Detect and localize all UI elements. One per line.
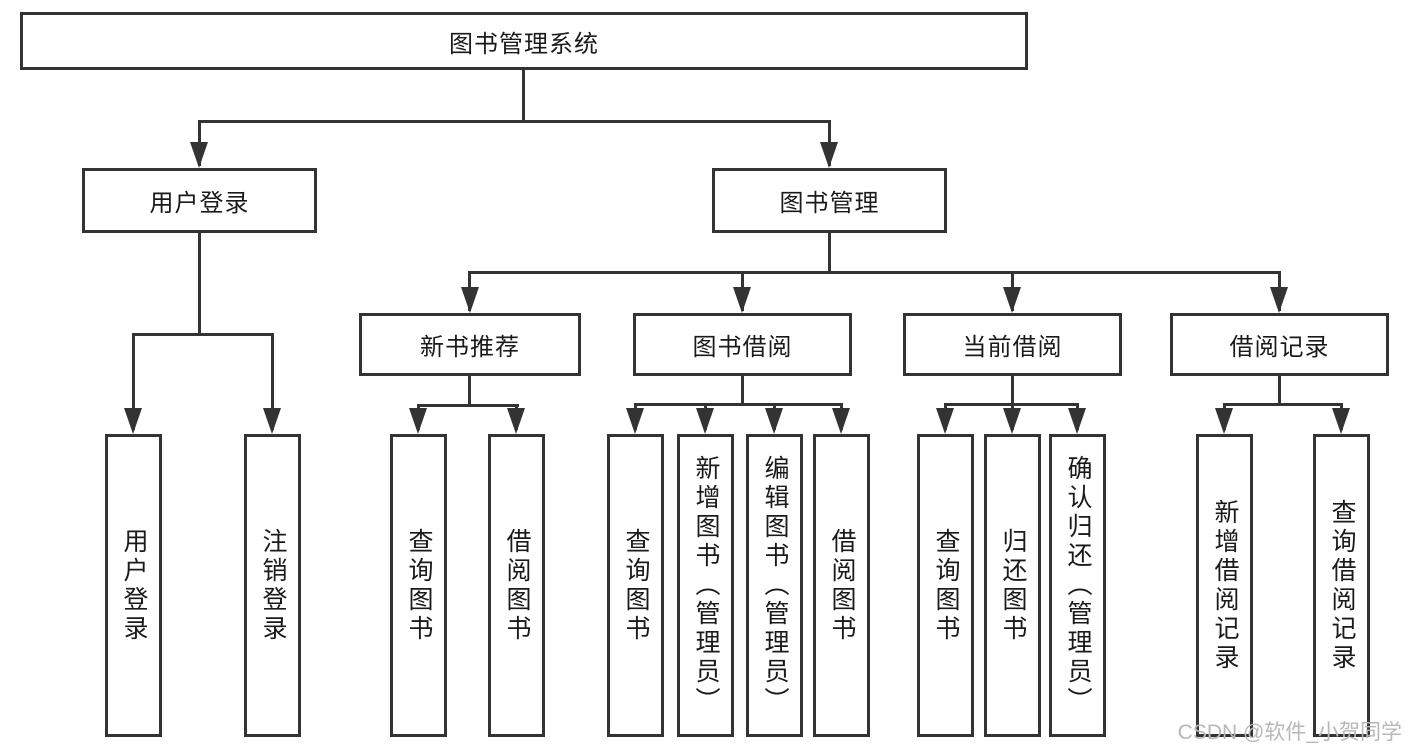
leaf-query-borrow-record: 查询借阅记录 [1313, 434, 1370, 737]
arrow-down-icon [461, 287, 479, 313]
leaf-edit-book-admin: 编辑图书（管理员） [746, 434, 803, 737]
node-book-management: 图书管理 [712, 168, 947, 233]
arrow-down-icon [832, 408, 850, 434]
arrow-down-icon [124, 408, 142, 434]
connector-line [468, 376, 471, 407]
connector-line [271, 333, 274, 430]
arrow-down-icon [696, 408, 714, 434]
leaf-return-book: 归还图书 [984, 434, 1041, 737]
leaf-add-borrow-record: 新增借阅记录 [1196, 434, 1253, 737]
leaf-confirm-return-admin: 确认归还（管理员） [1049, 434, 1106, 737]
node-root: 图书管理系统 [20, 12, 1028, 70]
connector-line [522, 69, 525, 122]
node-book-borrow: 图书借阅 [633, 313, 852, 376]
connector-line [132, 333, 274, 336]
connector-line [1011, 376, 1014, 406]
leaf-borrow-books-2: 借阅图书 [813, 434, 870, 737]
arrow-down-icon [820, 142, 838, 168]
leaf-logout: 注销登录 [244, 434, 301, 737]
arrow-down-icon [626, 408, 644, 434]
connector-line [468, 271, 1281, 274]
connector-line [634, 403, 843, 406]
leaf-query-books-3: 查询图书 [917, 434, 974, 737]
arrow-down-icon [936, 408, 954, 434]
connector-line [417, 404, 519, 407]
arrow-down-icon [190, 142, 208, 168]
arrow-down-icon [765, 408, 783, 434]
node-borrow-records: 借阅记录 [1170, 313, 1389, 376]
arrow-down-icon [409, 408, 427, 434]
leaf-add-book-admin: 新增图书（管理员） [677, 434, 734, 737]
node-new-book-recommend: 新书推荐 [359, 313, 581, 376]
leaf-query-books-1: 查询图书 [390, 434, 447, 737]
node-current-borrow: 当前借阅 [903, 313, 1122, 376]
connector-line [1278, 376, 1281, 406]
arrow-down-icon [1003, 287, 1021, 313]
leaf-borrow-books-1: 借阅图书 [488, 434, 545, 737]
node-user-login: 用户登录 [82, 168, 317, 233]
arrow-down-icon [1215, 408, 1233, 434]
arrow-down-icon [1270, 287, 1288, 313]
arrow-down-icon [507, 408, 525, 434]
leaf-query-books-2: 查询图书 [607, 434, 664, 737]
arrow-down-icon [263, 408, 281, 434]
arrow-down-icon [1332, 408, 1350, 434]
connector-line [198, 233, 201, 335]
csdn-watermark: CSDN @软件_小贺同学 [1177, 721, 1402, 744]
leaf-user-login: 用户登录 [105, 434, 162, 737]
connector-line [741, 376, 744, 406]
connector-line [1223, 403, 1343, 406]
connector-line [828, 233, 831, 274]
connector-line [132, 333, 135, 430]
arrow-down-icon [1068, 408, 1086, 434]
arrow-down-icon [733, 287, 751, 313]
connector-line [198, 120, 831, 123]
arrow-down-icon [1003, 408, 1021, 434]
